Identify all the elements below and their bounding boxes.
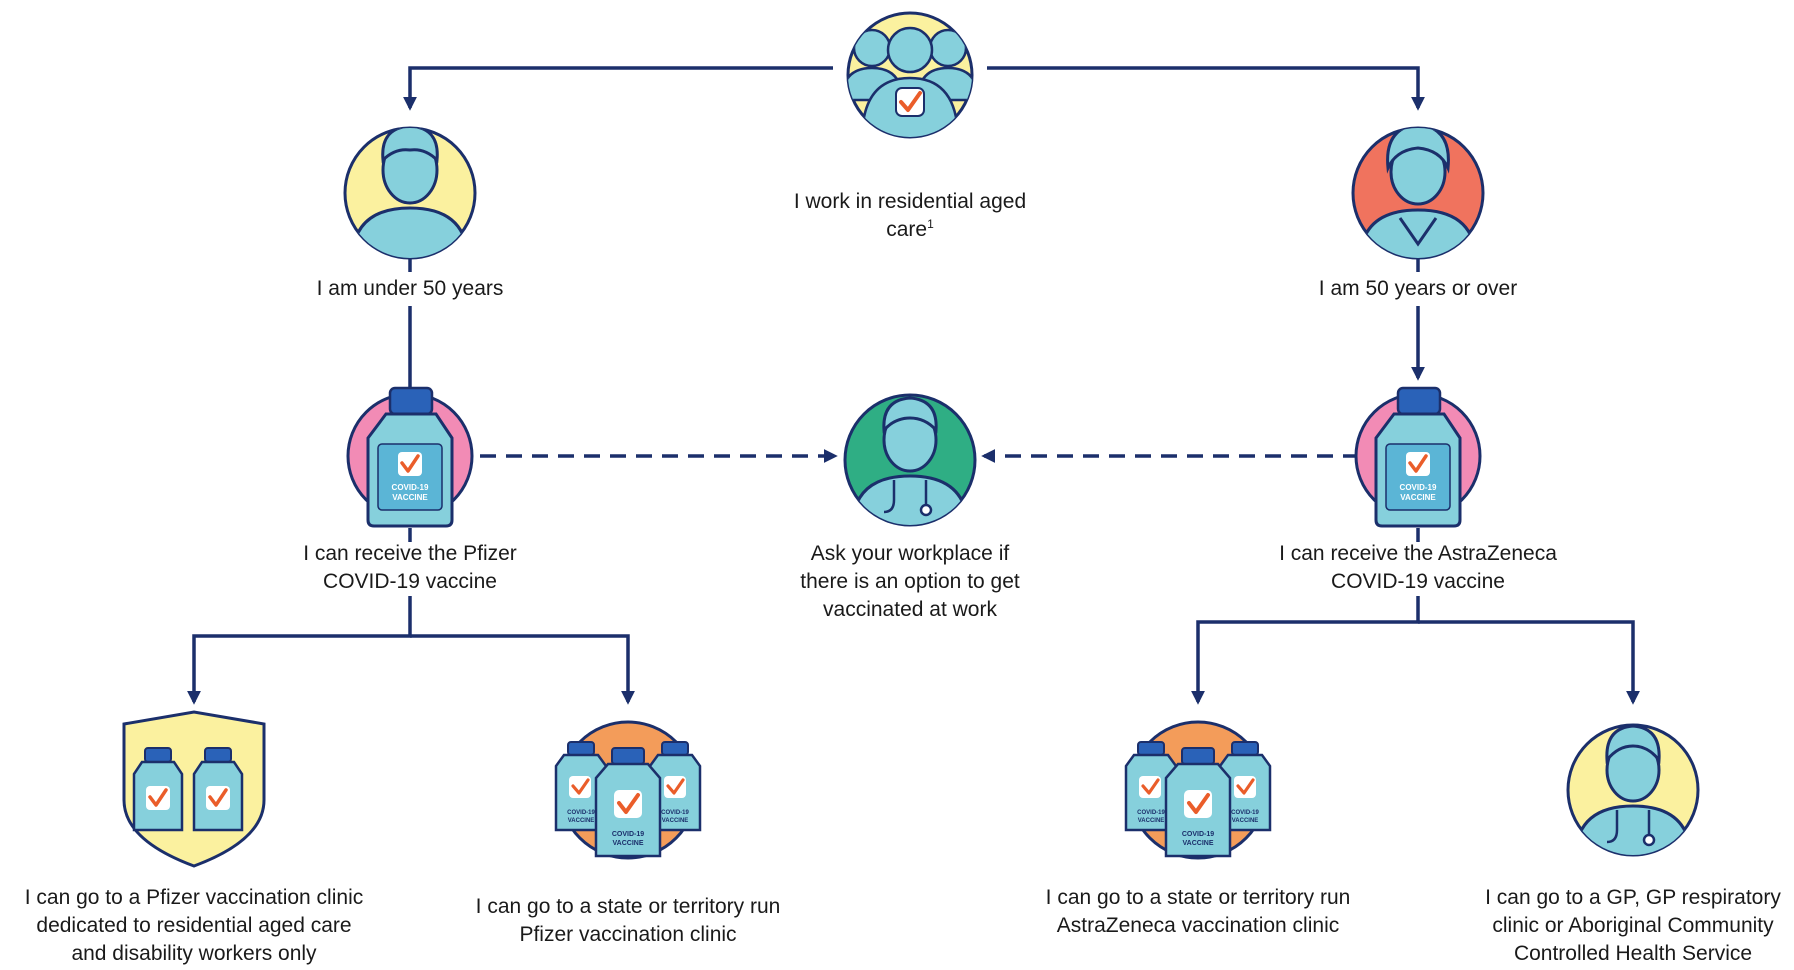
checkmark-icon — [1408, 454, 1428, 473]
svg-text:VACCINE: VACCINE — [1183, 840, 1214, 847]
gp-doctor-icon — [1566, 723, 1700, 857]
young-person-icon — [343, 126, 477, 260]
svg-text:COVID-19: COVID-19 — [1400, 483, 1437, 492]
astrazeneca-vaccine-vial-icon: COVID-19 VACCINE — [1354, 386, 1482, 528]
connector-pfizer-to-state — [410, 634, 635, 705]
checkmark-icon — [1187, 793, 1210, 814]
aged-care-workers-icon — [846, 11, 974, 139]
svg-text:COVID-19: COVID-19 — [567, 810, 595, 816]
svg-text:COVID-19: COVID-19 — [392, 483, 429, 492]
svg-text:COVID-19: COVID-19 — [1182, 831, 1214, 838]
svg-text:VACCINE: VACCINE — [1232, 818, 1259, 824]
footnote-marker: 1 — [927, 217, 934, 231]
astrazeneca-state-clinic-label: I can go to a state or territory run Ast… — [1045, 886, 1351, 937]
checkmark-icon — [571, 778, 590, 795]
checkmark-icon — [148, 788, 168, 807]
top-node-label: I work in residential aged care1 — [780, 160, 1040, 244]
connector-top-to-left — [403, 66, 833, 111]
svg-text:COVID-19: COVID-19 — [661, 810, 689, 816]
astrazeneca-node-label: I can receive the AstraZeneca COVID-19 v… — [1279, 542, 1557, 593]
svg-text:VACCINE: VACCINE — [1400, 493, 1436, 502]
svg-text:COVID-19: COVID-19 — [1231, 810, 1259, 816]
workplace-node-label: Ask your workplace if there is an option… — [800, 542, 1020, 621]
connectors — [187, 66, 1640, 705]
svg-text:VACCINE: VACCINE — [613, 840, 644, 847]
gp-clinic-label: I can go to a GP, GP respiratory clinic … — [1485, 886, 1781, 965]
pfizer-node-label: I can receive the Pfizer COVID-19 vaccin… — [303, 542, 517, 593]
svg-text:VACCINE: VACCINE — [392, 493, 428, 502]
checkmark-icon — [899, 91, 922, 112]
svg-text:VACCINE: VACCINE — [1138, 818, 1165, 824]
svg-text:VACCINE: VACCINE — [662, 818, 689, 824]
pfizer-dedicated-clinic-label: I can go to a Pfizer vaccination clinic … — [24, 886, 364, 965]
50-or-over-label: I am 50 years or over — [1318, 277, 1518, 300]
svg-text:VACCINE: VACCINE — [568, 818, 595, 824]
connector-az-to-gp — [1418, 620, 1640, 705]
connector-az-to-state — [1191, 596, 1420, 705]
svg-text:COVID-19: COVID-19 — [1137, 810, 1165, 816]
older-person-icon — [1351, 126, 1485, 260]
checkmark-icon — [208, 788, 228, 807]
checkmark-icon — [617, 793, 640, 814]
pfizer-vaccine-vial-icon: COVID-19 VACCINE — [346, 386, 474, 528]
connector-pfizer-to-dedicated — [187, 596, 412, 705]
checkmark-icon — [400, 454, 420, 473]
dedicated-clinic-shield-icon — [122, 710, 266, 868]
pfizer-state-clinic-label: I can go to a state or territory run Pfi… — [475, 895, 781, 946]
under-50-label: I am under 50 years — [316, 277, 504, 300]
top-node-label-text: I work in residential aged care — [793, 190, 1027, 241]
connector-top-to-right — [987, 66, 1425, 111]
checkmark-icon — [1236, 778, 1255, 795]
pfizer-state-clinic-vials-icon: COVID-19 VACCINE COVID-19 VACCINE COVID-… — [554, 720, 702, 860]
svg-text:COVID-19: COVID-19 — [612, 831, 644, 838]
checkmark-icon — [666, 778, 685, 795]
checkmark-icon — [1141, 778, 1160, 795]
astrazeneca-state-clinic-vials-icon: COVID-19 VACCINE COVID-19 VACCINE COVID-… — [1124, 720, 1272, 860]
doctor-icon — [843, 393, 977, 527]
